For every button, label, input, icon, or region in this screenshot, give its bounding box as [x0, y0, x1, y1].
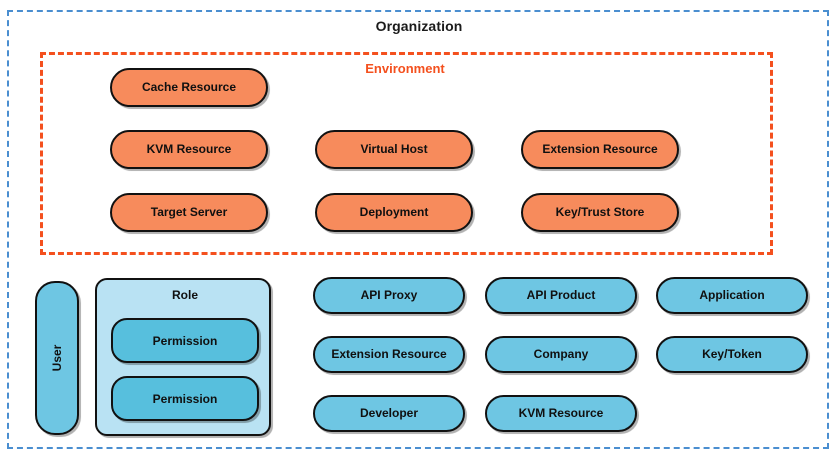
- entity-key-token[interactable]: Key/Token: [656, 336, 808, 373]
- entity-role[interactable]: Role Permission Permission: [95, 278, 271, 436]
- entity-role-label: Role: [171, 288, 198, 302]
- entity-deployment[interactable]: Deployment: [315, 193, 473, 232]
- entity-key-trust-store[interactable]: Key/Trust Store: [521, 193, 679, 232]
- entity-permission-2[interactable]: Permission: [111, 376, 259, 421]
- entity-api-proxy[interactable]: API Proxy: [313, 277, 465, 314]
- entity-cache-resource[interactable]: Cache Resource: [110, 68, 268, 107]
- entity-target-server[interactable]: Target Server: [110, 193, 268, 232]
- entity-extension-resource-env[interactable]: Extension Resource: [521, 130, 679, 169]
- entity-extension-resource-org[interactable]: Extension Resource: [313, 336, 465, 373]
- entity-api-product[interactable]: API Product: [485, 277, 637, 314]
- entity-permission-1[interactable]: Permission: [111, 318, 259, 363]
- entity-developer[interactable]: Developer: [313, 395, 465, 432]
- entity-user-label: User: [50, 344, 64, 372]
- environment-title: Environment: [365, 61, 445, 76]
- entity-user[interactable]: User: [35, 281, 79, 435]
- entity-company[interactable]: Company: [485, 336, 637, 373]
- entity-kvm-resource-env[interactable]: KVM Resource: [110, 130, 268, 169]
- organization-boundary: [7, 10, 829, 449]
- entity-application[interactable]: Application: [656, 277, 808, 314]
- entity-virtual-host[interactable]: Virtual Host: [315, 130, 473, 169]
- environment-boundary: [40, 52, 773, 255]
- organization-title: Organization: [375, 18, 463, 34]
- entity-kvm-resource-org[interactable]: KVM Resource: [485, 395, 637, 432]
